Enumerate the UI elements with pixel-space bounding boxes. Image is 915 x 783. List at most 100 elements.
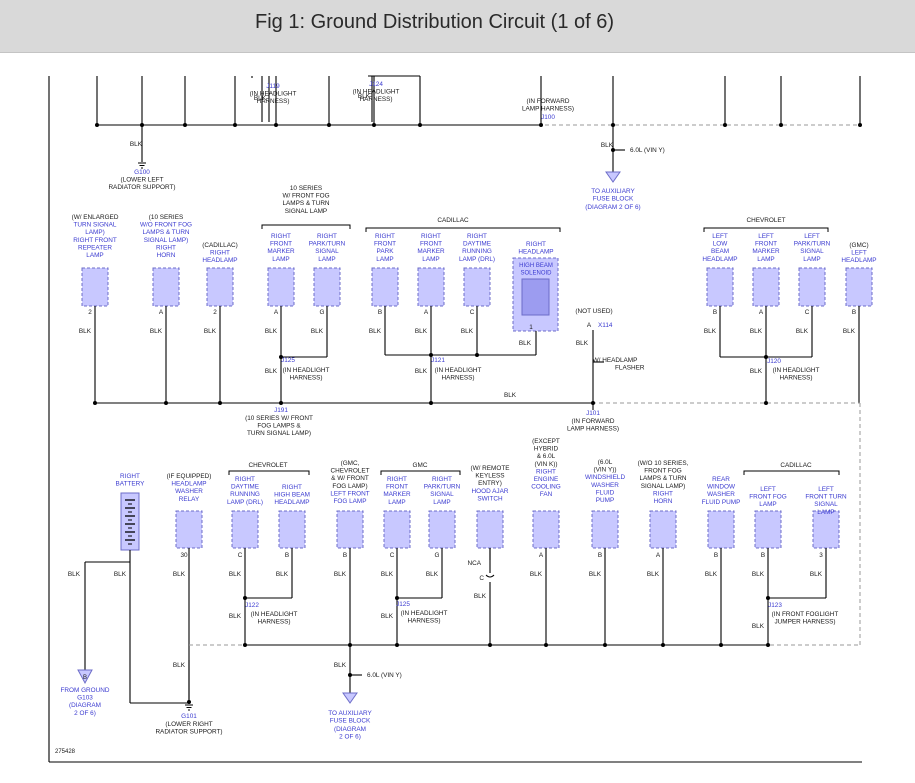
group-header: SIGNAL LAMP <box>285 208 327 215</box>
j125-label: J125 <box>396 601 410 608</box>
group-header: CHEVROLET <box>746 217 785 224</box>
j123-location: (IN FRONT FOGLIGHT <box>772 611 839 618</box>
pin-label: A <box>274 309 279 316</box>
page-title: Fig 1: Ground Distribution Circuit (1 of… <box>255 11 615 33</box>
wire-color-blk: BLK <box>426 571 439 578</box>
pin-label: B <box>714 552 718 559</box>
wire-color-blk: BLK <box>704 328 717 335</box>
g101-location: (LOWER RIGHT <box>165 721 212 728</box>
component-label: WINDOW <box>707 484 736 491</box>
offpage-connector-icon <box>77 669 93 685</box>
wire-color-blk: BLK <box>504 392 517 399</box>
pin-label: A <box>759 309 764 316</box>
component-label: REPEATER <box>78 244 112 251</box>
flasher-label: FLASHER <box>615 365 645 372</box>
splice-dot <box>395 643 399 647</box>
solenoid-coil <box>521 278 550 316</box>
component-label: PARK/TURN <box>309 241 346 248</box>
group-bracket <box>261 224 351 229</box>
offpage-arrow-icon <box>342 692 358 704</box>
component-horn <box>649 510 677 549</box>
nca-label: NCA <box>468 560 482 567</box>
vin-label: 6.0L (VIN Y) <box>630 147 665 154</box>
component-label: SIGNAL <box>814 501 838 508</box>
splice-dot <box>243 643 247 647</box>
component-label: LAMP (DRL) <box>459 256 495 263</box>
component-label: LAMP <box>86 252 103 259</box>
pin-label: A <box>587 322 592 329</box>
component-label: RIGHT FRONT <box>73 237 117 244</box>
wire-color-blk: BLK <box>229 613 242 620</box>
wire-color-blk: BLK <box>647 571 660 578</box>
offpage-arrow-icon <box>605 171 621 183</box>
pin-label: A <box>656 552 661 559</box>
from-ground-label: 2 OF 6) <box>74 710 96 717</box>
component-label: RELAY <box>179 496 200 503</box>
battery-icon <box>120 492 140 551</box>
component-label: FRONT <box>270 241 292 248</box>
pin-label: C <box>390 552 395 559</box>
j120-label: J120 <box>767 358 781 365</box>
pin-label: C <box>238 552 243 559</box>
component-label: (CADILLAC) <box>202 242 238 249</box>
component-label: LAMP (DRL) <box>227 499 263 506</box>
splice-dot <box>218 401 222 405</box>
diagram-id: 275428 <box>55 749 76 755</box>
splice-dot <box>858 123 862 127</box>
j123-location: JUMPER HARNESS) <box>774 619 835 626</box>
aux-fuse-label: TO AUXILIARY <box>591 188 635 195</box>
splice-dot <box>723 123 727 127</box>
j121-label: J121 <box>431 357 445 364</box>
wire-color-blk: BLK <box>530 571 543 578</box>
wire-color-blk: BLK <box>265 368 278 375</box>
pin-label: B <box>713 309 717 316</box>
j125-location: (IN HEADLIGHT <box>283 367 330 374</box>
component-hb_head <box>278 510 306 549</box>
component-label: RIGHT <box>653 490 673 497</box>
j124-location: (IN HEADLIGHT <box>353 89 400 96</box>
wire-color-blk: BLK <box>173 571 186 578</box>
component-label: ENGINE <box>534 476 559 483</box>
component-label: (IF EQUIPPED) <box>167 473 212 480</box>
hl-relay-label: RIGHT <box>526 241 546 248</box>
component-label: RUNNING <box>462 248 492 255</box>
component-label: SWITCH <box>477 495 503 502</box>
group-bracket <box>365 227 561 232</box>
splice-dot <box>279 401 283 405</box>
component-label: LAMPS & TURN <box>639 475 686 482</box>
component-label: LAMP <box>803 256 820 263</box>
wire-color-blk: BLK <box>750 368 763 375</box>
component-label: RIGHT <box>536 468 556 475</box>
component-hl_relay <box>512 257 559 332</box>
connector-icon <box>485 574 495 578</box>
component-drl <box>463 267 491 307</box>
component-label: RIGHT <box>156 244 176 251</box>
j120-location: (IN HEADLIGHT <box>773 367 820 374</box>
not-used-label: (NOT USED) <box>575 308 612 315</box>
component-label: RIGHT <box>432 476 452 483</box>
component-label: FRONT <box>386 484 408 491</box>
j120-location: HARNESS) <box>779 375 812 382</box>
group-bracket <box>380 470 461 475</box>
j119-location: HARNESS) <box>256 98 289 105</box>
j191-label: J191 <box>274 407 288 414</box>
wire-color-blk: BLK <box>752 623 765 630</box>
component-label: HEADLAMP <box>841 257 876 264</box>
wire-color-blk: BLK <box>114 571 127 578</box>
component-label: LEFT <box>851 250 867 257</box>
component-label: (6.0L <box>598 459 613 466</box>
component-fan <box>532 510 560 549</box>
component-label: LAMP <box>757 256 774 263</box>
splice-dot <box>779 123 783 127</box>
group-header: CHEVROLET <box>248 462 287 469</box>
wire-color-blk: BLK <box>369 328 382 335</box>
component-label: LEFT FRONT <box>330 490 369 497</box>
component-label: LEFT <box>804 233 820 240</box>
component-label: ENTRY) <box>478 480 502 487</box>
j119-location: (IN HEADLIGHT <box>250 91 297 98</box>
g100-location: (LOWER LEFT <box>121 177 164 184</box>
component-label: FAN <box>540 491 553 498</box>
component-label: SIGNAL LAMP) <box>144 237 189 244</box>
battery-label: BATTERY <box>116 481 146 488</box>
group-header: 10 SERIES <box>290 185 322 192</box>
